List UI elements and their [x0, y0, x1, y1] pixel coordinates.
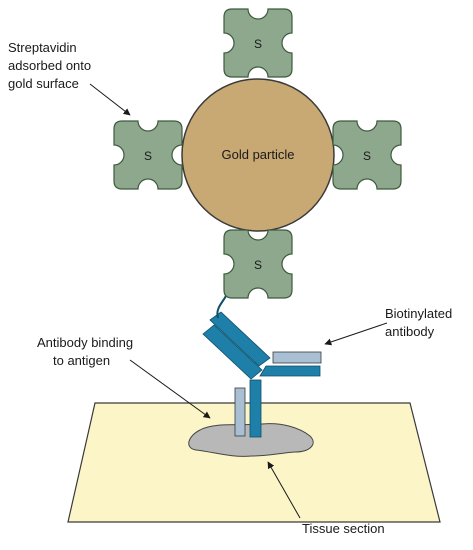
streptavidin-left: S	[113, 120, 183, 190]
streptavidin-label: Streptavidin adsorbed onto gold surface	[8, 40, 95, 91]
biotinylated-label: Biotinylated antibody	[385, 306, 456, 339]
tissue-blob	[188, 423, 314, 457]
streptavidin-top: S	[223, 8, 293, 78]
streptavidin-letter: S	[363, 149, 371, 163]
streptavidin-body	[223, 229, 293, 299]
streptavidin-body	[332, 120, 402, 190]
streptavidin-letter: S	[254, 258, 262, 272]
tissue-section-label: Tissue section	[302, 521, 385, 536]
streptavidin-right: S	[332, 120, 402, 190]
antigen-bar-cap	[272, 351, 322, 364]
gold-particle	[181, 78, 335, 232]
biotinylated-antibody	[202, 311, 321, 438]
streptavidin-body	[113, 120, 183, 190]
streptavidin-bottom: S	[223, 229, 293, 299]
antigen-bar	[234, 387, 246, 437]
streptavidin-letter: S	[254, 37, 262, 51]
tissue-plate	[67, 402, 441, 523]
arrow-streptavidin	[89, 83, 131, 116]
gold-particle-label: Gold particle	[222, 147, 295, 162]
streptavidin-body	[223, 8, 293, 78]
arrow-tissue-section	[267, 461, 301, 519]
arrow-antibody-binding	[129, 359, 211, 419]
arrow-biotinylated	[324, 322, 388, 346]
streptavidin-letter: S	[144, 149, 152, 163]
antibody-binding-label: Antibody binding to antigen	[37, 335, 137, 368]
